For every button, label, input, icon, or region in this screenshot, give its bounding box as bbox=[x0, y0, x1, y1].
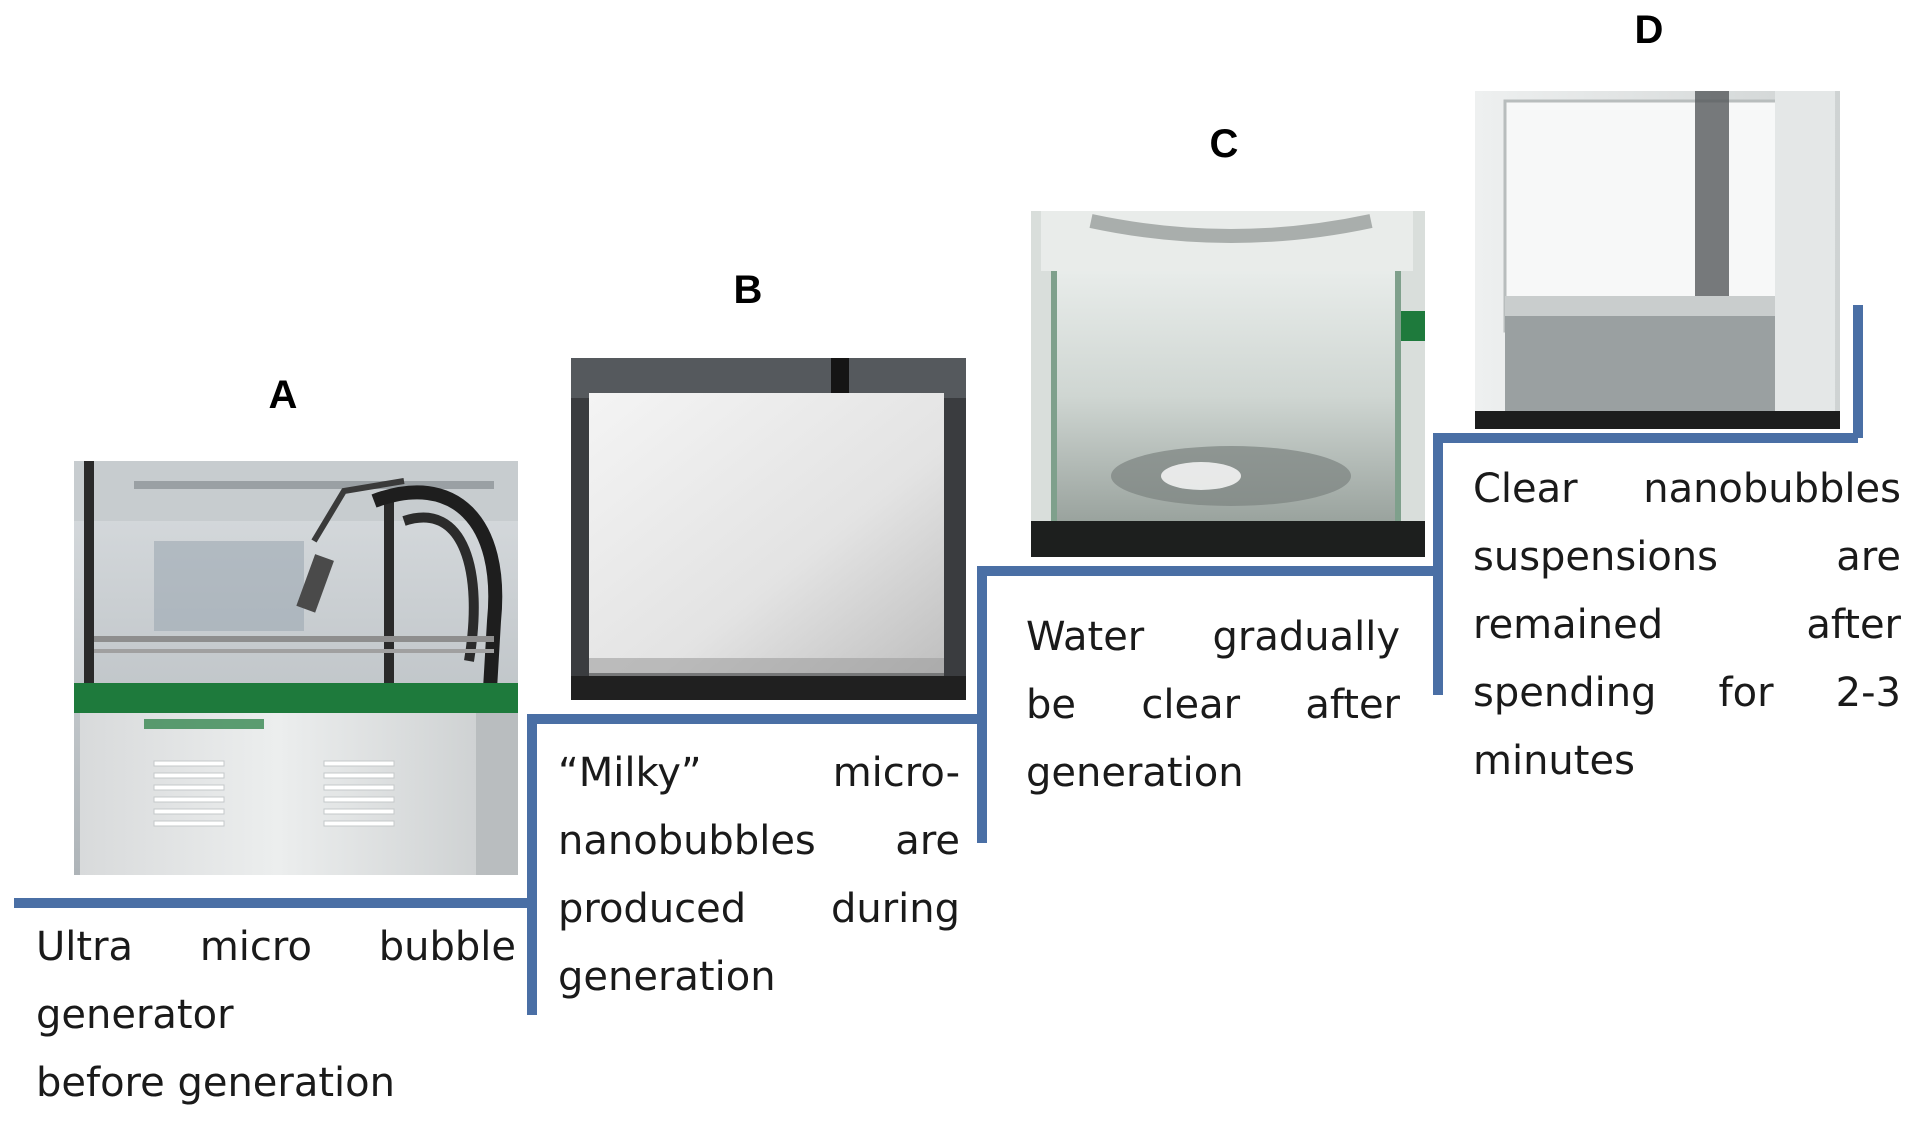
description-a-line-1: Ultra micro bubble bbox=[36, 924, 516, 970]
description-b-line-3: produced during bbox=[558, 886, 960, 932]
description-d-line-5: minutes bbox=[1473, 738, 1635, 784]
description-c-line-2: be clear after bbox=[1026, 682, 1400, 728]
description-b-line-2: nanobubbles are bbox=[558, 818, 960, 864]
description-d-line-3: remained after bbox=[1473, 602, 1901, 648]
description-c: Water gradually be clear after generatio… bbox=[1026, 603, 1400, 807]
panel-label-d: D bbox=[1634, 8, 1664, 52]
photo-clearing-tank bbox=[1031, 211, 1425, 557]
description-d-line-1: Clear nanobubbles bbox=[1473, 466, 1901, 512]
description-b: “Milky” micro- nanobubbles are produced … bbox=[558, 739, 960, 1011]
photo-milky-tank bbox=[571, 358, 966, 700]
description-a-line-2: generator bbox=[36, 992, 234, 1038]
description-b-line-4: generation bbox=[558, 954, 776, 1000]
description-b-line-1: “Milky” micro- bbox=[558, 750, 960, 796]
panel-label-c: C bbox=[1209, 122, 1239, 166]
panel-label-a: A bbox=[268, 373, 298, 417]
photo-bubble-generator bbox=[74, 461, 518, 875]
description-d-line-2: suspensions are bbox=[1473, 534, 1901, 580]
description-d: Clear nanobubbles suspensions are remain… bbox=[1473, 455, 1901, 795]
panel-label-b: B bbox=[733, 268, 763, 312]
description-c-line-1: Water gradually bbox=[1026, 614, 1400, 660]
description-a-line-3: before generation bbox=[36, 1060, 395, 1106]
description-d-line-4: spending for 2-3 bbox=[1473, 670, 1901, 716]
description-c-line-3: generation bbox=[1026, 750, 1244, 796]
photo-clear-tank bbox=[1475, 91, 1840, 429]
description-a: Ultra micro bubble generator before gene… bbox=[36, 913, 516, 1117]
